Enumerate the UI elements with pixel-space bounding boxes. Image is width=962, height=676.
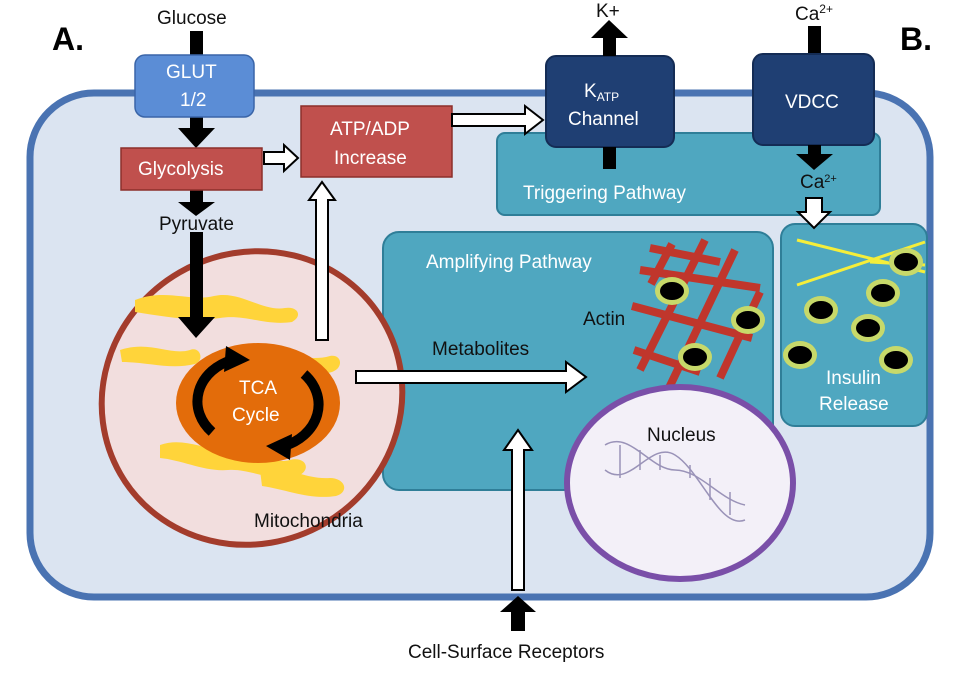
- panel-label-a: A.: [52, 21, 84, 57]
- dna-helix-icon: [604, 441, 746, 522]
- katp-channel: [545, 20, 675, 169]
- arrow-ca-to-insulin: [795, 197, 833, 230]
- insulin-granules: [783, 248, 923, 374]
- cell-surface-receptors-label: Cell-Surface Receptors: [408, 642, 604, 663]
- insulin-granule: [731, 306, 765, 334]
- insulin-release-label-1: Insulin: [826, 368, 881, 389]
- ca-top-label: Ca2+: [795, 2, 833, 25]
- insulin-granule: [783, 341, 817, 369]
- pyruvate-label: Pyruvate: [159, 214, 234, 235]
- katp-label-1: KATP: [584, 81, 619, 104]
- insulin-granule: [678, 343, 712, 371]
- nucleus: [564, 384, 796, 582]
- triggering-pathway-region: [496, 132, 881, 216]
- insulin-granule: [851, 314, 885, 342]
- vdcc-channel: [752, 26, 875, 170]
- glycolysis-label: Glycolysis: [138, 159, 224, 180]
- k-plus-label: K+: [596, 1, 620, 22]
- arrow-receptors-up: [502, 428, 534, 591]
- tca-label-2: Cycle: [232, 405, 280, 426]
- insulin-granule: [655, 277, 689, 305]
- cycle-arrowheads-icon: [224, 346, 292, 460]
- arrow-mito-to-metabolites: [355, 360, 588, 394]
- panel-label-b: B.: [900, 21, 932, 57]
- arrow-glycolysis-to-atp: [263, 142, 300, 174]
- actin-network: [630, 238, 764, 392]
- atp-adp-label-1: ATP/ADP: [330, 119, 410, 140]
- glut-label-2: 1/2: [180, 90, 206, 111]
- glut-transporter: [134, 54, 255, 118]
- metabolites-label: Metabolites: [432, 339, 529, 360]
- glycolysis-box: [120, 147, 263, 191]
- actin-granules: [655, 277, 765, 371]
- glucose-pathway-arrows: [178, 31, 215, 338]
- insulin-granule: [866, 279, 900, 307]
- nucleus-label: Nucleus: [647, 425, 716, 446]
- insulin-granule: [879, 346, 913, 374]
- actin-label: Actin: [583, 309, 625, 330]
- insulin-release-label-2: Release: [819, 394, 889, 415]
- arrow-atp-to-katp: [451, 103, 545, 137]
- atp-adp-label-2: Increase: [334, 148, 407, 169]
- receptor-arrow: [500, 596, 536, 631]
- cycle-arrows-icon: [192, 355, 324, 451]
- insulin-granule: [804, 296, 838, 324]
- arrow-mito-to-atp: [307, 180, 337, 341]
- vdcc-label: VDCC: [785, 92, 839, 113]
- katp-label-2: Channel: [568, 109, 639, 130]
- hollow-arrows: [263, 103, 833, 591]
- mitochondria-label: Mitochondria: [254, 511, 363, 532]
- ca-inner-label: Ca2+: [800, 172, 837, 193]
- amplifying-pathway-label: Amplifying Pathway: [426, 252, 592, 273]
- atp-adp-increase-box: [300, 105, 453, 178]
- insulin-granule: [889, 248, 923, 276]
- triggering-pathway-label: Triggering Pathway: [523, 183, 686, 204]
- glucose-label: Glucose: [157, 8, 227, 29]
- tca-label-1: TCA: [239, 378, 277, 399]
- glut-label-1: GLUT: [166, 62, 217, 83]
